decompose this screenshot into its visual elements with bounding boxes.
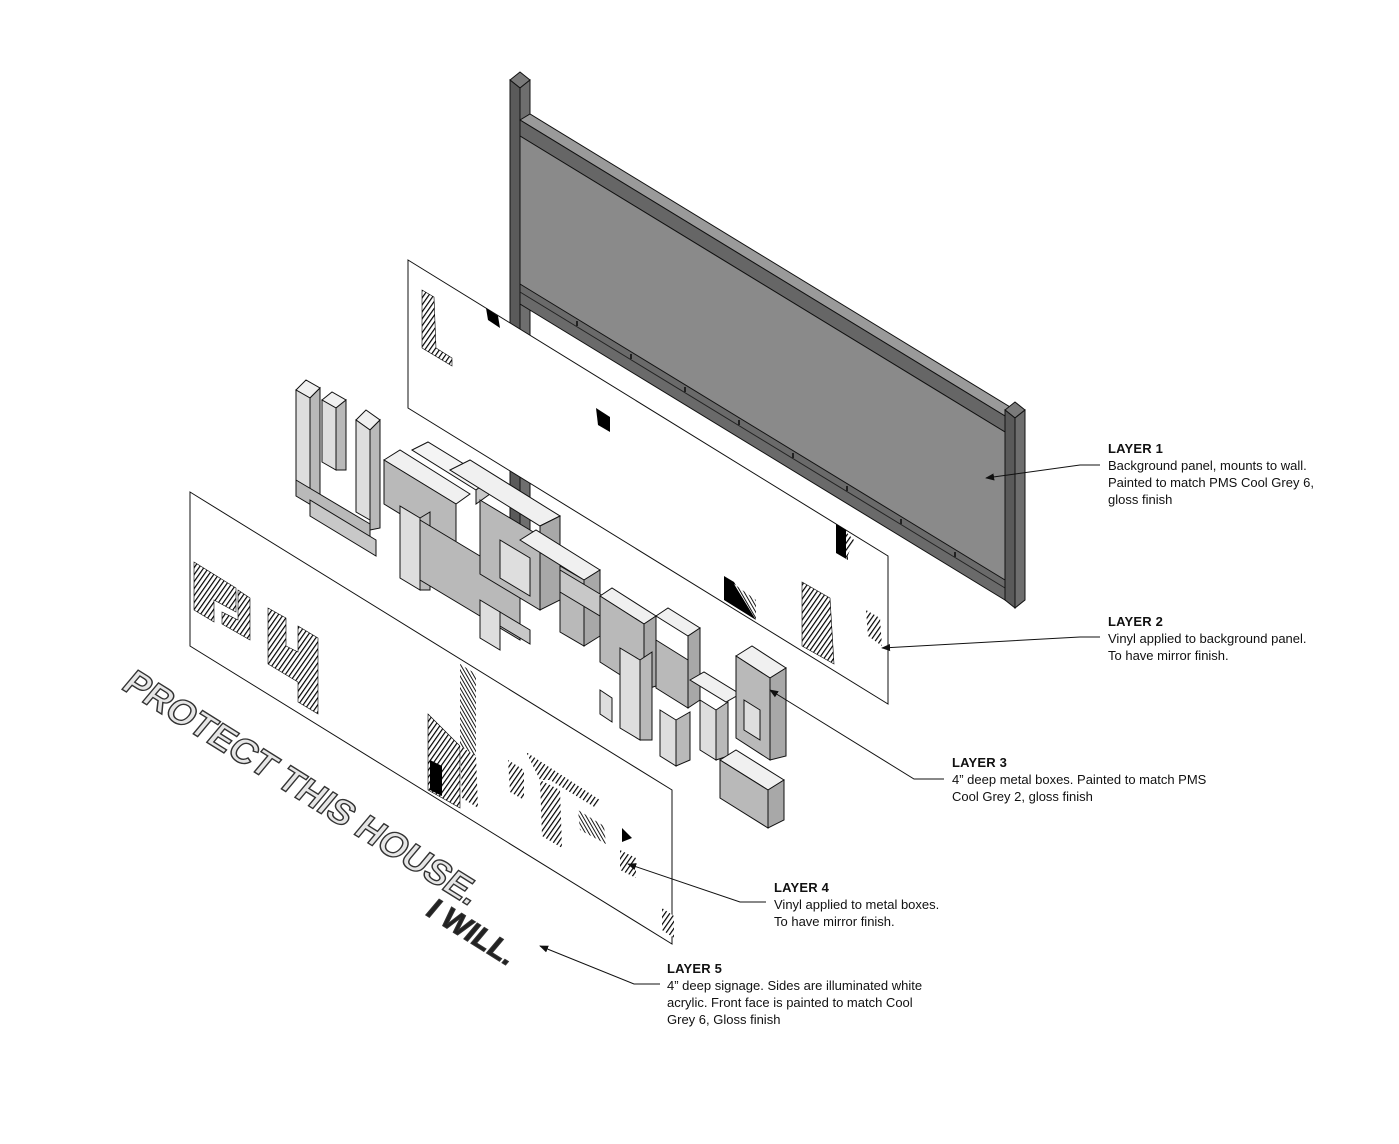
leader-layer2 [881,636,1100,652]
leader-layer4 [627,863,766,903]
layer2-vinyl-sheet [407,259,889,705]
layer2-label: LAYER 2 Vinyl applied to background pane… [1108,613,1307,664]
leader-layer3 [769,689,944,780]
layer2-line: To have mirror finish. [1108,648,1229,663]
layer1-line: Painted to match PMS Cool Grey 6, [1108,475,1314,490]
layer5-label: LAYER 5 4” deep signage. Sides are illum… [667,960,922,1028]
leader-layer5 [539,945,660,985]
layer4-line: To have mirror finish. [774,914,895,929]
layer2-line: Vinyl applied to background panel. [1108,631,1307,646]
layer4-label: LAYER 4 Vinyl applied to metal boxes. To… [774,879,939,930]
layer1-background-panel [509,71,1026,610]
layer3-metal-boxes [295,379,787,829]
layer1-label: LAYER 1 Background panel, mounts to wall… [1108,440,1314,508]
layer1-title: LAYER 1 [1108,441,1164,456]
layer5-line: acrylic. Front face is painted to match … [667,995,913,1010]
layer3-line: Cool Grey 2, gloss finish [952,789,1093,804]
leader-layer1 [985,464,1100,481]
layer1-line: Background panel, mounts to wall. [1108,458,1307,473]
layer3-title: LAYER 3 [952,755,1008,770]
leader-lines [539,464,1100,985]
layer4-title: LAYER 4 [774,880,830,895]
layer4-line: Vinyl applied to metal boxes. [774,897,940,912]
layer4-vinyl-sheet [189,491,674,945]
layer3-label: LAYER 3 4” deep metal boxes. Painted to … [952,754,1206,805]
signage-line2: I WILL. [419,894,524,971]
layer5-line: Grey 6, Gloss finish [667,1012,781,1027]
layer5-line: 4” deep signage. Sides are illuminated w… [667,978,923,993]
layer3-line: 4” deep metal boxes. Painted to match PM… [952,772,1207,787]
layer1-line: gloss finish [1108,492,1173,507]
layer2-title: LAYER 2 [1108,614,1164,629]
layer5-title: LAYER 5 [667,961,723,976]
